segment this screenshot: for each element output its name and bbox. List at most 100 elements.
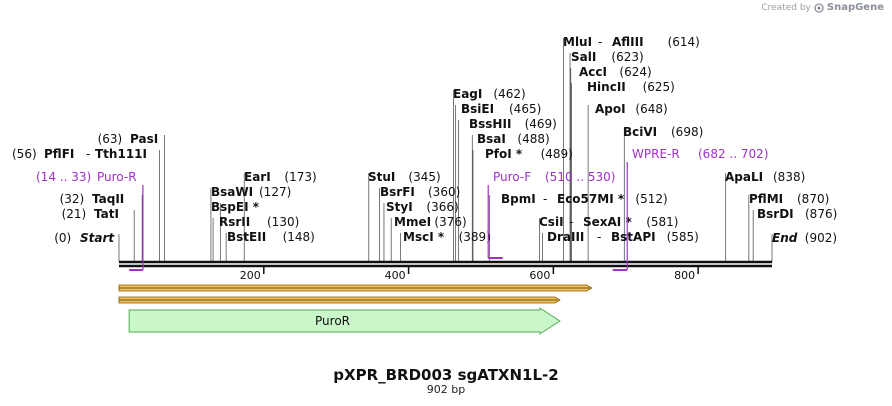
site-tati: (21)TatI xyxy=(62,207,119,221)
site-pos-stui: (345) xyxy=(408,170,440,184)
site-name-mmei: MmeI xyxy=(394,215,431,229)
site-msci: MscI * (389) xyxy=(403,230,491,244)
primer-name-puro-r: Puro-R xyxy=(97,170,137,184)
site-alt-draiii: BstAPI xyxy=(611,230,656,244)
credit-brand: SnapGene xyxy=(826,2,884,13)
site-pos-hincii: (625) xyxy=(643,80,675,94)
site-start: (0)Start xyxy=(54,231,115,245)
site-bsrfi: BsrFI(360) xyxy=(380,185,460,199)
site-bsawi: BsaWI(127) xyxy=(211,185,291,199)
site-taqii: (32) TaqII xyxy=(60,192,125,206)
map-title: pXPR_BRD003 sgATXN1L-2 xyxy=(333,366,559,384)
site-pasi: (63) PasI xyxy=(98,132,159,146)
site-name-styi: StyI xyxy=(386,200,413,214)
primer-wpre-r: (682 .. 702)WPRE-R xyxy=(612,147,768,271)
site-pos-rsrii: (130) xyxy=(267,215,299,229)
site-name-apali: ApaLI xyxy=(725,170,763,184)
site-name-bsrfi: BsrFI xyxy=(380,185,415,199)
site-pos-pflmi: (870) xyxy=(797,192,829,206)
site-styi: StyI(366) xyxy=(386,200,459,214)
site-name-pasi: PasI xyxy=(130,132,158,146)
site-pos-end: (902) xyxy=(805,231,837,245)
site-pos-bsawi: (127) xyxy=(259,185,291,199)
site-name-start: Start xyxy=(80,231,115,245)
site-alt-mlui: AflIII xyxy=(612,35,644,49)
primers: (14 .. 33)Puro-R(510 .. 530)Puro-F(682 .… xyxy=(36,147,768,271)
primer-name-wpre-r: WPRE-R xyxy=(632,147,680,161)
site-mmei: MmeI(376) xyxy=(394,215,467,229)
site-name-sali: SalI xyxy=(571,50,596,64)
site-name-rsrii: RsrII xyxy=(219,215,250,229)
site-bsai: BsaI (488) xyxy=(477,132,550,146)
site-eagi: EagI (462) xyxy=(453,87,526,101)
site-pfoi: PfoI * (489) xyxy=(485,147,573,161)
site-pos-mmei: (376) xyxy=(434,215,466,229)
site-pos-acci: (624) xyxy=(619,65,651,79)
site-bspei: BspEI * xyxy=(211,200,260,214)
site-pos-eari: (173) xyxy=(284,170,316,184)
site-name-msci: MscI * xyxy=(403,230,445,244)
site-pos-tati: (21) xyxy=(62,207,87,221)
site-pos-apali: (838) xyxy=(773,170,805,184)
site-bsteii: BstEII (148) xyxy=(227,230,315,244)
site-pos-msci: (389) xyxy=(459,230,491,244)
site-pos-bsteii: (148) xyxy=(283,230,315,244)
snapgene-logo-icon xyxy=(814,2,824,13)
site-name-bsai: BsaI xyxy=(477,132,506,146)
site-name-bsiei: BsiEI xyxy=(461,102,494,116)
primer-name-puro-f: Puro-F xyxy=(493,170,531,184)
site-leaders xyxy=(118,38,773,262)
site-pos-bsrdi: (876) xyxy=(805,207,837,221)
site-acci: AccI(624) xyxy=(579,65,652,79)
tick-label-600: 600 xyxy=(529,269,550,282)
site-end: End (902) xyxy=(772,231,837,245)
site-pos-bsiei: (465) xyxy=(509,102,541,116)
site-dash-bpmi: - xyxy=(543,192,547,206)
site-bsiei: BsiEI (465) xyxy=(461,102,541,116)
site-pos-pasi: (63) xyxy=(98,132,123,146)
site-name-bsteii: BstEII xyxy=(227,230,266,244)
orfs xyxy=(118,284,593,304)
site-name-pflfi: PflFI xyxy=(44,147,74,161)
site-name-end: End xyxy=(772,231,798,245)
site-name-hincii: HincII xyxy=(587,80,626,94)
site-pos-taqii: (32) xyxy=(60,192,85,206)
primer-puro-f: (510 .. 530)Puro-F xyxy=(487,170,615,259)
site-name-bpmi: BpmI xyxy=(501,192,536,206)
site-pos-pfoi: (489) xyxy=(541,147,573,161)
credit-prefix: Created by xyxy=(761,2,811,13)
feature-label-puror: PuroR xyxy=(315,314,350,328)
site-name-bsshii: BssHII xyxy=(469,117,511,131)
site-pos-mlui: (614) xyxy=(668,35,700,49)
site-pos-csii: (581) xyxy=(646,215,678,229)
site-draiii: DraIII-BstAPI(585) xyxy=(547,230,699,244)
site-name-eari: EarI xyxy=(244,170,271,184)
site-pos-eagi: (462) xyxy=(493,87,525,101)
site-alt-pflfi: Tth111I xyxy=(95,147,147,161)
site-name-stui: StuI xyxy=(368,170,395,184)
site-pflmi: PflMI(870) xyxy=(749,192,829,206)
features: PuroR xyxy=(128,307,561,335)
site-name-bcivi: BciVI xyxy=(623,125,657,139)
site-dash-draiii: - xyxy=(597,230,601,244)
site-dash-mlui: - xyxy=(598,35,602,49)
site-rsrii: RsrII (130) xyxy=(219,215,299,229)
site-dash-pflfi: - xyxy=(86,147,90,161)
site-name-pfoi: PfoI * xyxy=(485,147,523,161)
tick-label-200: 200 xyxy=(240,269,261,282)
site-pos-bsai: (488) xyxy=(517,132,549,146)
site-name-eagi: EagI xyxy=(453,87,482,101)
site-bcivi: BciVI(698) xyxy=(623,125,703,139)
tick-label-800: 800 xyxy=(674,269,695,282)
site-pos-apoi: (648) xyxy=(635,102,667,116)
tick-label-400: 400 xyxy=(385,269,406,282)
site-sali: SalI(623) xyxy=(571,50,644,64)
feature-arrow-puror xyxy=(128,307,561,335)
site-pos-bsshii: (469) xyxy=(525,117,557,131)
site-apali: ApaLI (838) xyxy=(725,170,805,184)
site-pos-bpmi: (512) xyxy=(635,192,667,206)
site-apoi: ApoI(648) xyxy=(595,102,668,116)
site-name-taqii: TaqII xyxy=(92,192,124,206)
site-name-draiii: DraIII xyxy=(547,230,584,244)
